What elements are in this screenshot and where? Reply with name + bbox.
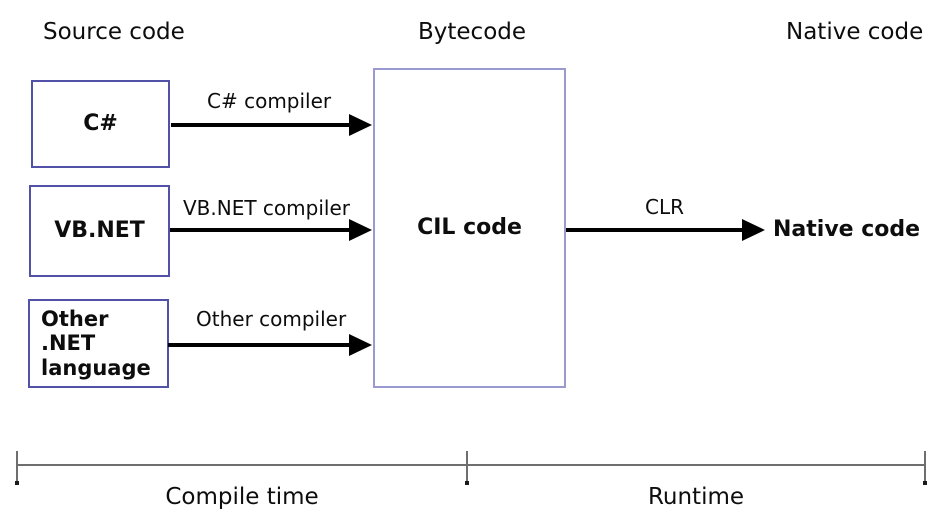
timeline-tick-start bbox=[15, 451, 19, 485]
timeline-tick-middle bbox=[465, 451, 469, 485]
runtime-label: Runtime bbox=[647, 484, 745, 510]
compile-time-label: Compile time bbox=[165, 484, 319, 510]
other-compiler-arrow-label: Other compiler bbox=[196, 307, 347, 331]
csharp-box-label: C# bbox=[83, 111, 118, 137]
csharp-compiler-arrow-label: C# compiler bbox=[207, 89, 332, 113]
timeline-axis bbox=[17, 464, 925, 466]
cil-code-box: CIL code bbox=[373, 68, 566, 388]
cil-to-native-arrow bbox=[566, 219, 765, 241]
csharp-box: C# bbox=[31, 80, 170, 168]
native-code-output-label: Native code bbox=[773, 217, 921, 242]
csharp-to-cil-arrow bbox=[171, 114, 372, 136]
cil-code-box-label: CIL code bbox=[417, 215, 522, 241]
timeline-tick-end bbox=[923, 451, 927, 485]
bytecode-heading: Bytecode bbox=[418, 19, 527, 45]
vbnet-compiler-arrow-label: VB.NET compiler bbox=[183, 196, 350, 220]
other-dotnet-language-box: Other .NET language bbox=[28, 299, 169, 388]
vbnet-to-cil-arrow bbox=[170, 219, 372, 241]
native-code-heading: Native code bbox=[786, 19, 924, 45]
other-dotnet-language-box-label: Other .NET language bbox=[41, 307, 151, 380]
clr-arrow-label: CLR bbox=[645, 195, 685, 219]
vbnet-box: VB.NET bbox=[29, 185, 170, 277]
vbnet-box-label: VB.NET bbox=[54, 218, 145, 244]
other-to-cil-arrow bbox=[168, 334, 372, 356]
source-code-heading: Source code bbox=[43, 19, 185, 45]
